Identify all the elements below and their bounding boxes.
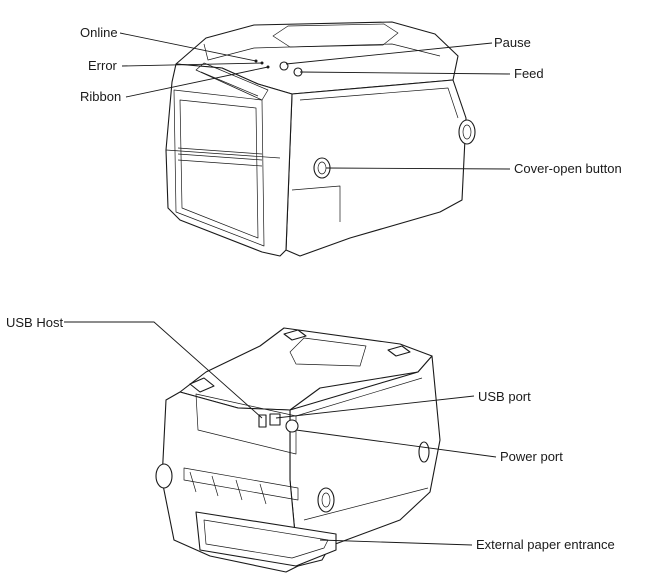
label-power-port: Power port bbox=[500, 449, 563, 464]
label-online: Online bbox=[80, 25, 118, 40]
front-display-inner bbox=[200, 71, 259, 97]
rear-mechanism bbox=[183, 467, 299, 501]
leader-online bbox=[119, 32, 257, 62]
leader-external-paper-entrance bbox=[319, 539, 473, 546]
leader-feed bbox=[299, 71, 511, 75]
leader-usb-host bbox=[64, 321, 263, 419]
label-usb-port: USB port bbox=[478, 389, 531, 404]
rear-roller-knob-right-inner bbox=[321, 492, 331, 508]
usb-host-port-icon[interactable] bbox=[258, 414, 267, 428]
leader-ribbon bbox=[125, 66, 269, 98]
printer-front-view bbox=[165, 21, 476, 257]
rear-rim-2 bbox=[303, 487, 429, 521]
online-led-icon bbox=[254, 59, 258, 63]
external-paper-entrance-inner bbox=[203, 519, 329, 559]
leader-error bbox=[121, 62, 263, 67]
front-paper-slot bbox=[177, 147, 263, 155]
rear-top-window bbox=[289, 337, 367, 367]
rear-mechanism-detail bbox=[189, 471, 267, 505]
front-split-line bbox=[165, 149, 281, 159]
front-door bbox=[173, 89, 265, 247]
front-paper-slot-2 bbox=[177, 153, 263, 161]
leader-power-port bbox=[295, 429, 497, 458]
front-display-panel bbox=[195, 62, 269, 101]
rear-port-panel bbox=[195, 393, 297, 455]
front-right-rim bbox=[299, 87, 459, 119]
external-paper-entrance-frame bbox=[195, 511, 337, 567]
label-ribbon: Ribbon bbox=[80, 89, 121, 104]
leader-usb-port bbox=[275, 395, 475, 419]
pause-button-icon[interactable] bbox=[279, 61, 289, 71]
rear-side-knob-icon bbox=[418, 441, 430, 463]
usb-port-icon[interactable] bbox=[269, 413, 281, 426]
front-paper-slot-3 bbox=[177, 159, 263, 167]
rear-hinge-back-left bbox=[283, 329, 307, 341]
leader-pause bbox=[285, 42, 493, 65]
rear-roller-knob-right-icon bbox=[317, 487, 335, 513]
front-door-inner bbox=[179, 99, 259, 239]
printer-rear-view bbox=[155, 327, 441, 573]
label-cover-open-button: Cover-open button bbox=[514, 161, 622, 176]
label-pause: Pause bbox=[494, 35, 531, 50]
leader-cover-open bbox=[325, 167, 511, 170]
front-side-knob-inner bbox=[462, 124, 472, 140]
rear-hinge-back-right bbox=[387, 345, 411, 357]
front-side-knob-icon bbox=[458, 119, 476, 145]
front-right-bottom-rim bbox=[291, 185, 341, 222]
label-external-paper-entrance: External paper entrance bbox=[476, 537, 615, 552]
label-error: Error bbox=[88, 58, 118, 73]
label-feed: Feed bbox=[514, 66, 544, 81]
label-usb-host: USB Host bbox=[6, 315, 63, 330]
rear-roller-knob-left-icon bbox=[155, 463, 173, 489]
rear-hinge-left bbox=[189, 377, 215, 393]
front-face bbox=[165, 63, 293, 257]
rear-rim-1 bbox=[295, 377, 423, 417]
power-port-icon[interactable] bbox=[285, 419, 299, 433]
front-top-rim bbox=[203, 43, 441, 61]
